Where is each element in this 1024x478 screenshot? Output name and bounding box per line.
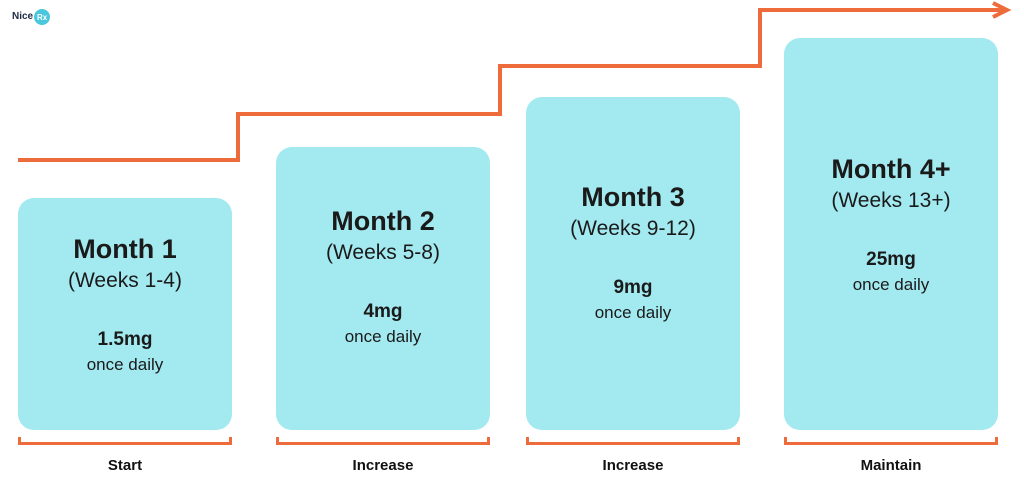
card-dose: 4mg (363, 301, 403, 322)
stage-bracket-2 (276, 437, 490, 445)
card-dose: 9mg (613, 277, 653, 298)
card-frequency: once daily (852, 275, 930, 294)
card-weeks: (Weeks 9-12) (570, 217, 696, 240)
card-frequency: once daily (344, 327, 422, 346)
stage-bracket-4 (784, 437, 998, 445)
step-card-month-4-plus: Month 4+ (Weeks 13+) 25mg once daily (784, 38, 998, 430)
stage-label-start: Start (107, 457, 143, 474)
stage-bracket-3 (526, 437, 740, 445)
card-weeks: (Weeks 13+) (831, 189, 951, 212)
card-weeks: (Weeks 5-8) (326, 241, 440, 264)
step-card-month-1: Month 1 (Weeks 1-4) 1.5mg once daily (18, 198, 232, 430)
stage-label-maintain: Maintain (860, 457, 922, 474)
card-frequency: once daily (86, 355, 164, 374)
card-month-title: Month 2 (331, 206, 435, 236)
card-month-title: Month 1 (73, 234, 177, 264)
card-weeks: (Weeks 1-4) (68, 269, 182, 292)
nicerx-logo: Nice Rx (12, 9, 51, 25)
step-card-month-3: Month 3 (Weeks 9-12) 9mg once daily (526, 97, 740, 430)
card-dose: 25mg (866, 249, 916, 270)
stage-label-increase-2: Increase (602, 457, 664, 474)
card-dose: 1.5mg (97, 329, 153, 350)
card-frequency: once daily (594, 303, 672, 322)
card-month-title: Month 4+ (831, 154, 951, 184)
step-card-month-2: Month 2 (Weeks 5-8) 4mg once daily (276, 147, 490, 430)
card-month-title: Month 3 (581, 182, 685, 212)
logo-text: Nice (12, 11, 34, 22)
stage-bracket-1 (18, 437, 232, 445)
logo-badge: Rx (34, 9, 51, 25)
stage-label-increase-1: Increase (352, 457, 414, 474)
arrow-right-icon (992, 1, 1012, 19)
